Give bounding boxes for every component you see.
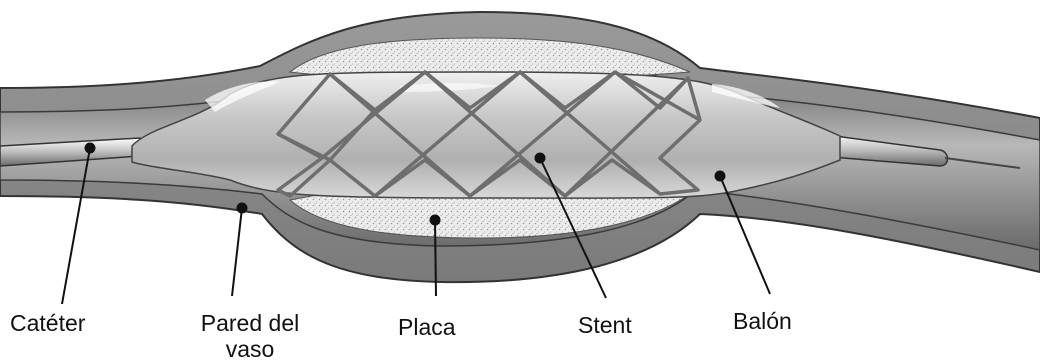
pointer-pared bbox=[232, 208, 242, 296]
pointer-placa bbox=[435, 220, 436, 296]
pointer-dot-balon bbox=[716, 172, 725, 181]
label-pared-line2: vaso bbox=[185, 336, 315, 362]
label-placa: Placa bbox=[398, 314, 456, 340]
label-balon: Balón bbox=[733, 308, 792, 334]
label-pared-line1: Pared del bbox=[185, 310, 315, 336]
pointer-dot-cateter bbox=[86, 144, 95, 153]
label-pared-del-vaso: Pared del vaso bbox=[185, 310, 315, 362]
pointer-dot-stent bbox=[536, 154, 545, 163]
pointer-dot-pared bbox=[238, 204, 247, 213]
label-cateter: Catéter bbox=[10, 310, 85, 336]
pointer-dot-placa bbox=[431, 216, 440, 225]
label-stent: Stent bbox=[578, 312, 632, 338]
